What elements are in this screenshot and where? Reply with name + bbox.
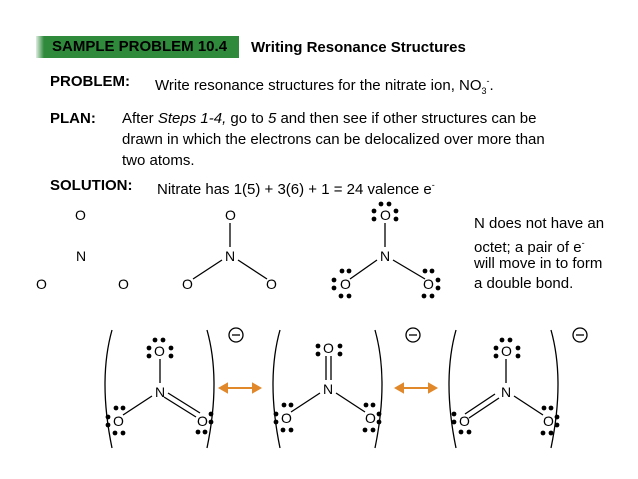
res-b-o-left: O xyxy=(281,410,292,426)
note-line-3: will move in to form xyxy=(474,255,603,272)
plan-line-1: After Steps 1-4, go to 5 and then see if… xyxy=(122,110,537,127)
plan-label: PLAN: xyxy=(50,110,96,127)
negative-charge-icon xyxy=(228,327,244,343)
bond xyxy=(122,395,153,416)
bond xyxy=(513,395,544,416)
bracket-right xyxy=(374,329,383,449)
double-bond xyxy=(468,397,500,419)
atom-n-3: N xyxy=(380,248,391,264)
atom-o-right-3: O xyxy=(423,276,434,292)
atom-n-1: N xyxy=(76,248,87,264)
bond xyxy=(349,259,378,280)
atom-n-2: N xyxy=(225,248,236,264)
bracket-left xyxy=(272,329,281,449)
atom-o-top-1: O xyxy=(75,207,86,223)
res-a-o-top: O xyxy=(154,343,165,359)
plan-line-3: two atoms. xyxy=(122,152,195,169)
res-c-o-top: O xyxy=(501,343,512,359)
banner-title: Writing Resonance Structures xyxy=(251,38,466,56)
bracket-left xyxy=(104,329,113,449)
bracket-right xyxy=(206,329,215,449)
bracket-right xyxy=(550,329,559,449)
atom-o-right-2: O xyxy=(266,276,277,292)
res-b-o-right: O xyxy=(365,410,376,426)
double-bond xyxy=(163,396,197,418)
bond xyxy=(290,392,321,413)
res-a-n: N xyxy=(155,384,166,400)
negative-charge-icon xyxy=(405,327,421,343)
solution-text: Nitrate has 1(5) + 3(6) + 1 = 24 valence… xyxy=(157,180,435,198)
lone-pair-dots xyxy=(105,201,560,436)
atom-o-top-2: O xyxy=(225,207,236,223)
bond xyxy=(392,259,426,280)
atom-o-top-3: O xyxy=(380,207,391,223)
atom-o-left-1: O xyxy=(36,276,47,292)
atom-o-left-2: O xyxy=(182,276,193,292)
res-c-o-right: O xyxy=(543,413,554,429)
problem-label: PROBLEM: xyxy=(50,73,130,90)
atom-o-left-3: O xyxy=(340,276,351,292)
note-line-4: a double bond. xyxy=(474,275,574,292)
double-bond xyxy=(464,393,496,415)
double-bond xyxy=(167,392,201,414)
problem-text: Write resonance structures for the nitra… xyxy=(155,76,494,96)
bond xyxy=(237,259,268,280)
res-c-o-left: O xyxy=(459,413,470,429)
note-line-1: N does not have an xyxy=(474,215,605,232)
solution-label: SOLUTION: xyxy=(50,177,133,194)
bracket-left xyxy=(448,329,457,449)
atom-o-right-1: O xyxy=(118,276,129,292)
res-a-o-right: O xyxy=(197,413,208,429)
res-b-n: N xyxy=(323,381,334,397)
plan-line-2: drawn in which the electrons can be delo… xyxy=(122,131,545,148)
problem-banner: SAMPLE PROBLEM 10.4 Writing Resonance St… xyxy=(35,36,466,58)
bond xyxy=(192,259,223,280)
res-a-o-left: O xyxy=(113,413,124,429)
negative-charge-icon xyxy=(572,327,588,343)
bond xyxy=(335,392,366,413)
note-line-2: octet; a pair of e- xyxy=(474,238,585,256)
res-c-n: N xyxy=(501,384,512,400)
banner-tag: SAMPLE PROBLEM 10.4 xyxy=(35,36,240,58)
res-b-o-top: O xyxy=(323,340,334,356)
